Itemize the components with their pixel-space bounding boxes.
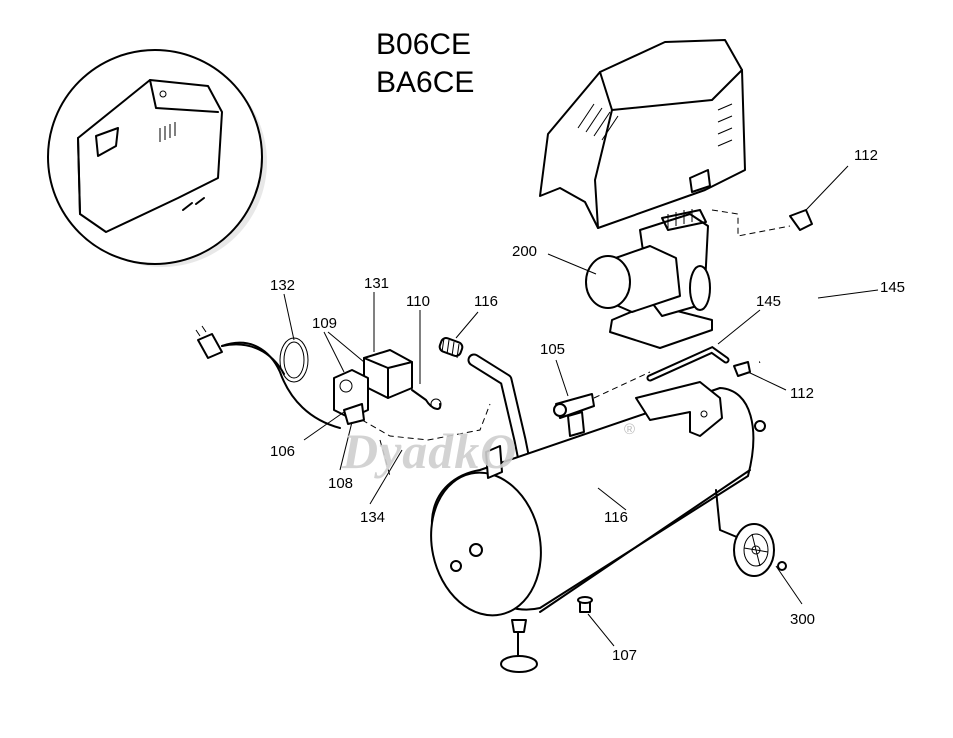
watermark-registered: ®	[624, 421, 635, 438]
label-110: 110	[406, 293, 430, 310]
label-145-mid: 145	[756, 293, 781, 310]
spring-116-upper	[438, 337, 464, 359]
leader-lines	[283, 165, 879, 647]
dash-line-112	[711, 209, 791, 237]
dash-line-134	[361, 403, 491, 441]
wheel-300	[733, 523, 787, 577]
dash-line-105	[593, 371, 651, 399]
label-105: 105	[540, 341, 565, 358]
label-131: 131	[364, 275, 389, 292]
label-132: 132	[270, 277, 295, 294]
power-cable-132	[195, 325, 341, 429]
tee-fitting-105	[553, 393, 595, 437]
label-116-top: 116	[474, 293, 498, 310]
model-title-2: BA6CE	[376, 66, 474, 99]
motor-cover	[539, 39, 746, 229]
label-200: 200	[512, 243, 537, 260]
label-134: 134	[360, 509, 385, 526]
label-112-top: 112	[854, 147, 878, 164]
inset-cover-detail	[47, 49, 267, 267]
bolt-107	[577, 596, 593, 613]
rubber-foot	[500, 619, 538, 673]
pressure-switch-assembly	[333, 349, 442, 425]
label-300: 300	[790, 611, 815, 628]
motor-pump-assembly	[585, 209, 713, 349]
label-108: 108	[328, 475, 353, 492]
label-106: 106	[270, 443, 295, 460]
label-145-right: 145	[880, 279, 905, 296]
model-title-1: B06CE	[376, 28, 471, 61]
label-112-bottom: 112	[790, 385, 814, 402]
hose-145-lower	[646, 345, 751, 382]
label-109: 109	[312, 315, 337, 332]
label-116-bottom: 116	[604, 509, 628, 526]
air-tank	[430, 381, 766, 617]
label-107: 107	[612, 647, 637, 664]
watermark: DyadkO	[341, 423, 517, 479]
dash-line-108	[379, 439, 391, 477]
delivery-hose-145	[759, 209, 816, 364]
